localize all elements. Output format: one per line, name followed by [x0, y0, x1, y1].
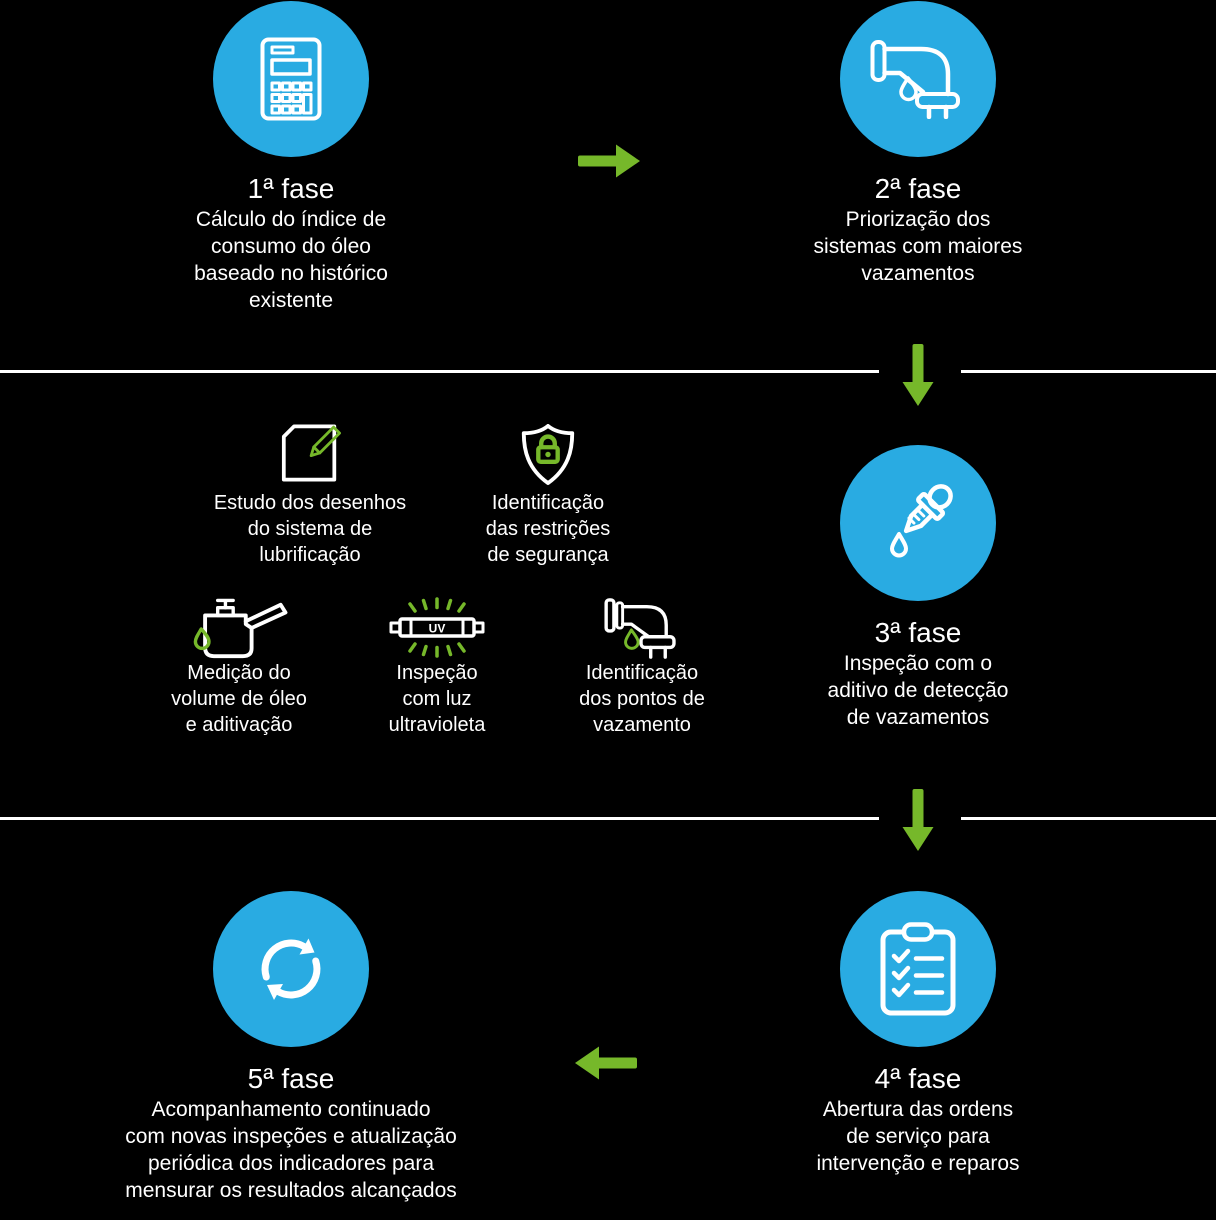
phase-3-text-line: de vazamentos — [846, 706, 990, 729]
phase-5-text-line: periódica dos indicadores para — [147, 1152, 434, 1175]
uv-lamp-icon: UV — [389, 597, 485, 658]
phase-2-title: 2ª fase — [874, 173, 962, 204]
phase-4-block: 4ª fase Abertura das ordens de serviço p… — [718, 891, 1118, 1177]
substep-caption-line: das restrições — [485, 518, 611, 540]
substep-caption-line: Identificação — [491, 492, 605, 514]
phase-4-description: Abertura das ordens de serviço para inte… — [816, 1096, 1019, 1177]
substep-caption-line: Identificação — [585, 662, 699, 684]
substep-caption-line: Inspeção — [396, 662, 478, 684]
pipe-drop-icon — [604, 598, 676, 659]
substep-caption-line: Estudo dos desenhos — [213, 492, 407, 514]
phase-5-title: 5ª fase — [247, 1063, 335, 1094]
substep-safety-restrictions: Identificação das restrições de seguranç… — [428, 424, 668, 568]
phase-3-title: 3ª fase — [874, 617, 962, 648]
phase-1-description: Cálculo do índice de consumo do óleo bas… — [194, 206, 388, 314]
uv-label: UV — [429, 622, 446, 636]
section-divider-2-left — [0, 817, 879, 820]
phase-5-text-line: com novas inspeções e atualização — [125, 1125, 457, 1148]
phase-4-title: 4ª fase — [874, 1063, 962, 1094]
phase-3-text-line: aditivo de detecção — [827, 679, 1009, 702]
substep-caption-line: vazamento — [593, 714, 691, 736]
substep-caption-line: lubrificação — [259, 544, 361, 566]
phase-2-text-line: Priorização dos — [845, 208, 991, 231]
leaking-pipe-icon — [870, 40, 960, 119]
phase-4-text-line: de serviço para — [846, 1125, 990, 1148]
oil-can-icon — [193, 598, 288, 659]
phase-5-text-line: mensurar os resultados alcançados — [125, 1179, 457, 1202]
phase-5-block: 5ª fase Acompanhamento continuado com no… — [71, 891, 511, 1204]
substep-caption-line: dos pontos de — [579, 688, 705, 710]
phase-4-text-line: Abertura das ordens — [822, 1098, 1014, 1121]
refresh-cycle-icon — [261, 938, 321, 1000]
flow-arrow-down-2-icon — [902, 789, 934, 851]
flow-arrow-down-1-icon — [902, 344, 934, 406]
section-divider-1-left — [0, 370, 879, 373]
flow-arrow-right-icon — [578, 144, 640, 178]
eyedropper-icon — [890, 484, 953, 558]
substep-caption-line: ultravioleta — [388, 714, 486, 736]
phase-2-text-line: sistemas com maiores — [813, 235, 1023, 258]
section-divider-2-right — [961, 817, 1216, 820]
phase-4-text-line: intervenção e reparos — [816, 1152, 1020, 1175]
substep-leak-points: Identificação dos pontos de vazamento — [522, 598, 762, 738]
substep-caption-line: com luz — [402, 688, 472, 710]
phase-1-block: 1ª fase Cálculo do índice de consumo do … — [91, 1, 491, 314]
phase-1-text-line: baseado no histórico — [194, 262, 388, 285]
flow-arrow-left-icon — [575, 1046, 637, 1080]
calculator-icon — [260, 37, 322, 121]
phase-2-description: Priorização dos sistemas com maiores vaz… — [814, 206, 1023, 287]
phase-5-circle-badge — [213, 891, 369, 1047]
phase-1-text-line: consumo do óleo — [211, 235, 371, 258]
shield-lock-icon — [521, 424, 575, 486]
substep-caption-line: Medição do — [187, 662, 291, 684]
phase-3-description: Inspeção com o aditivo de detecção de va… — [828, 650, 1009, 731]
document-pencil-icon — [281, 424, 341, 482]
phase-1-text-line: existente — [248, 289, 334, 312]
phase-1-title: 1ª fase — [247, 173, 335, 204]
substep-caption-line: volume de óleo — [171, 688, 307, 710]
phase-3-text-line: Inspeção com o — [843, 652, 993, 675]
substep-study-drawings: Estudo dos desenhos do sistema de lubrif… — [190, 424, 430, 568]
phase-2-circle-badge — [840, 1, 996, 157]
substep-caption-line: do sistema de — [247, 518, 373, 540]
phase-5-description: Acompanhamento continuado com novas insp… — [125, 1096, 457, 1204]
phase-3-block: 3ª fase Inspeção com o aditivo de detecç… — [718, 445, 1118, 731]
substep-caption-line: de segurança — [487, 544, 609, 566]
phase-4-circle-badge — [840, 891, 996, 1047]
substep-caption-line: e aditivação — [185, 714, 293, 736]
phase-2-text-line: vazamentos — [861, 262, 975, 285]
phase-1-text-line: Cálculo do índice de — [195, 208, 387, 231]
section-divider-1-right — [961, 370, 1216, 373]
phase-3-circle-badge — [840, 445, 996, 601]
phase-2-block: 2ª fase Priorização dos sistemas com mai… — [718, 1, 1118, 287]
clipboard-checklist-icon — [880, 922, 956, 1016]
phase-5-text-line: Acompanhamento continuado — [151, 1098, 431, 1121]
substep-oil-volume: Medição do volume de óleo e aditivação — [119, 598, 359, 738]
phase-1-circle-badge — [213, 1, 369, 157]
substep-uv-inspection: UV Inspeção com luz ultravioleta — [317, 594, 557, 738]
